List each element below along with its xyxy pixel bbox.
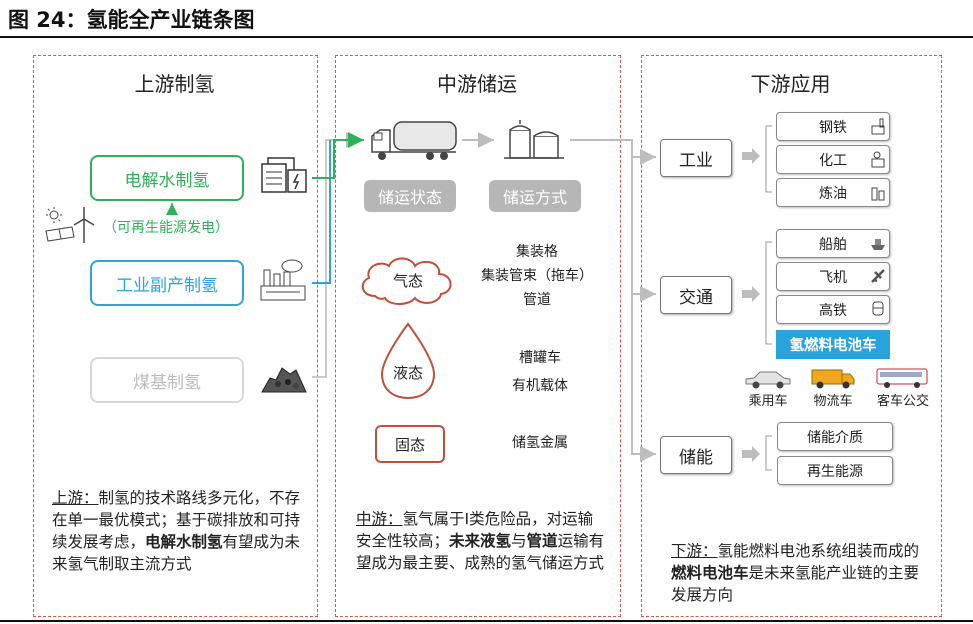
storage-mode-tag: 储运方式 — [489, 180, 581, 212]
storage-item-medium: 储能介质 — [777, 422, 893, 451]
downstream-note-bold: 燃料电池车 — [671, 564, 749, 582]
gas-label: 气态 — [392, 272, 423, 290]
vehicle-label-bus: 客车公交 — [876, 394, 929, 409]
liquid-method-item: 有机载体 — [512, 378, 568, 394]
upstream-note-text-2: 有望成为未来氢气制取主流方式 — [52, 533, 301, 573]
chevron-storage — [742, 446, 760, 462]
factory-icon — [260, 259, 306, 301]
midstream-note-text-1: 氢气属于I类危险品，对运输安全性较高； — [356, 510, 594, 550]
transport-item-plane: 飞机 — [776, 262, 890, 291]
arrow-industrial-to-mid — [312, 140, 331, 284]
chevron-transport — [742, 286, 760, 302]
logistics-van-icon — [811, 369, 855, 389]
upstream-note-label: 上游： — [52, 489, 99, 507]
coal-pile-icon — [261, 367, 307, 393]
liquid-method-item: 槽罐车 — [519, 350, 561, 366]
fuel-cell-vehicle-badge: 氢燃料电池车 — [776, 330, 890, 359]
industry-item-chemical: 化工 — [776, 145, 890, 174]
transport-box: 交通 — [660, 276, 732, 314]
upstream-panel — [33, 55, 318, 617]
liquid-label: 液态 — [392, 364, 423, 382]
industry-item-label: 钢铁 — [819, 119, 847, 136]
industry-item-label: 炼油 — [819, 185, 847, 202]
arrow-mid-to-storage — [631, 294, 656, 462]
title-rule — [0, 36, 973, 38]
downstream-note-label: 下游： — [671, 542, 718, 560]
upstream-note: 上游：制氢的技术路线多元化，不存在单一最优模式；基于碳排放和可持续发展考虑，电解… — [52, 487, 304, 575]
industry-item-steel: 钢铁 — [776, 112, 890, 141]
transport-item-label: 船舶 — [819, 236, 847, 253]
vehicle-label-passenger: 乘用车 — [748, 394, 788, 409]
passenger-car-icon — [745, 371, 791, 389]
solid-method-item: 储氢金属 — [512, 435, 568, 451]
industrial-byproduct-box: 工业副产制氢 — [90, 260, 244, 306]
arrow-mid-to-industry — [570, 139, 656, 165]
refinery-icon — [871, 187, 885, 201]
midstream-note-bold-1: 未来液氢 — [449, 532, 512, 550]
midstream-note-label: 中游： — [356, 510, 403, 528]
midstream-note-mid: 与 — [511, 532, 527, 550]
transport-item-label: 高铁 — [819, 302, 847, 319]
ship-icon — [871, 239, 885, 250]
solar-wind-icon — [45, 207, 95, 243]
chevron-industry — [742, 148, 760, 164]
industry-item-label: 化工 — [819, 152, 847, 169]
solid-box: 固态 — [375, 425, 445, 463]
downstream-note-text-1: 氢能燃料电池系统组装而成的 — [717, 542, 920, 560]
bottom-rule — [0, 620, 973, 622]
bracket-transport — [765, 241, 772, 345]
airplane-icon — [871, 269, 885, 283]
gas-cloud-shape — [361, 257, 452, 305]
electrolysis-box: 电解水制氢 — [90, 155, 244, 201]
electrolyzer-icon — [261, 157, 307, 193]
arrow-mid-to-transport — [631, 157, 656, 302]
liquid-drop-shape — [380, 322, 436, 400]
bus-icon — [876, 368, 928, 388]
industry-item-refining: 炼油 — [776, 178, 890, 207]
vehicle-label-logistics: 物流车 — [813, 394, 853, 409]
gas-method-item: 管道 — [523, 292, 551, 308]
transport-item-ship: 船舶 — [776, 229, 890, 258]
upstream-title: 上游制氢 — [134, 72, 215, 96]
downstream-panel — [641, 55, 942, 617]
midstream-note: 中游：氢气属于I类危险品，对运输安全性较高；未来液氢与管道运输有望成为最主要、成… — [356, 508, 606, 574]
coal-based-box: 煤基制氢 — [90, 357, 244, 403]
midstream-title: 中游储运 — [437, 72, 517, 96]
downstream-note: 下游：氢能燃料电池系统组装而成的燃料电池车是未来氢能产业链的主要发展方向 — [671, 540, 923, 606]
tanker-truck-icon — [371, 121, 457, 160]
renewable-note: （可再生能源发电） — [103, 220, 229, 236]
storage-item-renewable: 再生能源 — [777, 456, 893, 485]
gas-method-item: 集装格 — [516, 244, 558, 260]
midstream-panel — [335, 55, 621, 617]
gas-methods: 集装格 集装管束（拖车） 管道 — [472, 240, 602, 312]
chemical-plant-icon — [871, 151, 885, 168]
arrow-electrolysis-to-mid — [312, 132, 364, 179]
steel-plant-icon — [871, 118, 885, 135]
gas-method-item: 集装管束（拖车） — [481, 268, 593, 284]
transport-item-label: 飞机 — [819, 269, 847, 286]
high-speed-rail-icon — [872, 301, 884, 316]
upstream-note-text-1: 制氢的技术路线多元化，不存在单一最优模式；基于碳排放和可持续发展考虑， — [52, 489, 301, 551]
liquid-methods: 槽罐车 有机载体 — [490, 344, 590, 400]
energy-storage-box: 储能 — [660, 436, 732, 474]
storage-state-tag: 储运状态 — [364, 180, 456, 212]
figure-title: 图 24：氢能全产业链条图 — [8, 8, 255, 32]
bracket-storage — [765, 435, 772, 471]
downstream-note-text-2: 是未来氢能产业链的主要发展方向 — [671, 564, 920, 604]
bracket-industry — [765, 125, 772, 193]
storage-tank-icon — [504, 120, 564, 159]
transport-item-rail: 高铁 — [776, 295, 890, 324]
midstream-note-bold-2: 管道 — [526, 532, 558, 550]
upstream-note-bold: 电解水制氢 — [145, 533, 223, 551]
midstream-note-text-2: 运输有望成为最主要、成熟的氢气储运方式 — [356, 532, 605, 572]
industry-box: 工业 — [660, 139, 732, 177]
downstream-title: 下游应用 — [750, 72, 831, 96]
